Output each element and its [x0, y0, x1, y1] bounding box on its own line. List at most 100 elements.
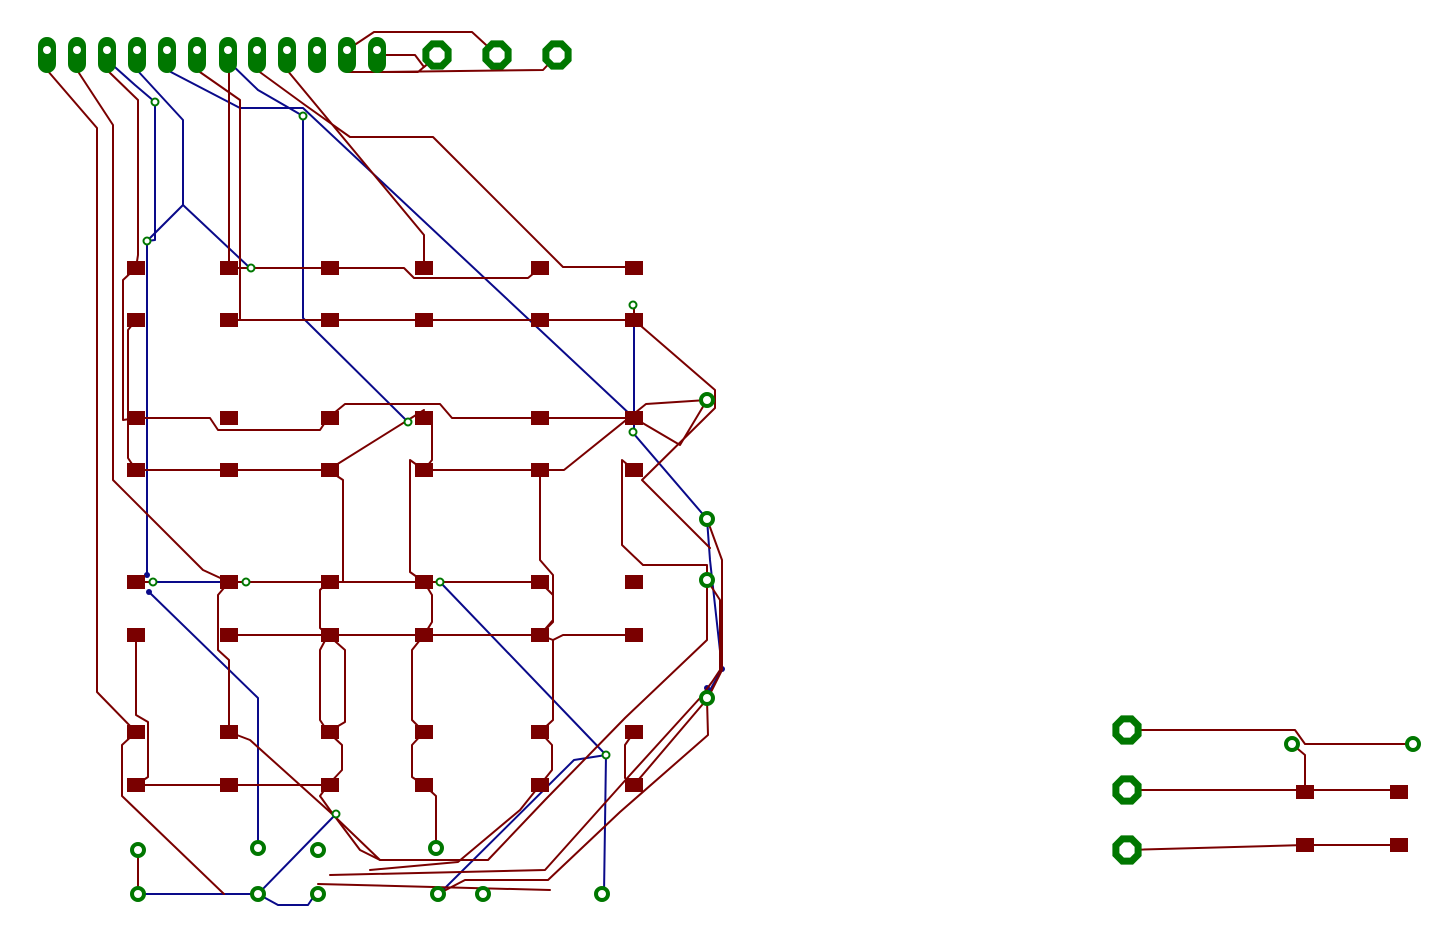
header-pin — [219, 37, 237, 73]
header-pin-hole — [224, 46, 232, 54]
smd-pad — [415, 725, 433, 739]
top-trace — [423, 581, 433, 636]
through-hole-pad — [428, 840, 444, 856]
junction-dot — [144, 572, 150, 578]
via — [601, 750, 611, 760]
octagon-pad — [542, 40, 572, 70]
smd-pad — [625, 463, 643, 477]
through-hole-pads — [130, 40, 1421, 902]
through-hole-pad — [594, 886, 610, 902]
top-trace — [319, 784, 381, 861]
header-connector — [38, 37, 386, 73]
header-pin — [278, 37, 296, 73]
via — [628, 300, 638, 310]
through-hole-pad — [130, 842, 146, 858]
smd-pad — [531, 411, 549, 425]
top-trace — [706, 518, 723, 699]
smd-pad — [127, 628, 145, 642]
smd-pad — [127, 411, 145, 425]
through-hole-pad — [699, 572, 715, 588]
smd-pad — [415, 313, 433, 327]
top-trace — [327, 634, 346, 733]
smd-pad — [1296, 838, 1314, 852]
top-trace — [228, 459, 708, 861]
smd-pad — [220, 411, 238, 425]
top-trace — [376, 54, 558, 73]
via — [150, 97, 160, 107]
top-trace — [76, 69, 230, 583]
top-trace — [633, 697, 709, 786]
header-pin — [158, 37, 176, 73]
via — [628, 427, 638, 437]
through-hole-pad — [1284, 736, 1300, 752]
bottom-trace — [633, 433, 723, 670]
header-pin-hole — [343, 46, 351, 54]
smd-pad — [531, 778, 549, 792]
header-pin-hole — [103, 46, 111, 54]
via — [246, 263, 256, 273]
through-hole-pad — [310, 842, 326, 858]
header-pin-hole — [163, 46, 171, 54]
via — [148, 577, 158, 587]
smd-pad — [531, 313, 549, 327]
top-trace — [539, 731, 553, 786]
top-trace — [552, 634, 635, 641]
smd-pad — [415, 778, 433, 792]
top-trace — [122, 267, 137, 421]
smd-pad — [321, 575, 339, 589]
octagon-pad — [482, 40, 512, 70]
smd-pad — [415, 575, 433, 589]
through-hole-pad — [699, 392, 715, 408]
smd-pad — [127, 778, 145, 792]
smd-pad — [220, 778, 238, 792]
header-pin — [248, 37, 266, 73]
smd-pad — [220, 628, 238, 642]
octagon-pad — [422, 40, 452, 70]
smd-pad — [625, 411, 643, 425]
smd-pad — [321, 411, 339, 425]
bottom-trace — [146, 101, 156, 576]
through-hole-pad — [699, 511, 715, 527]
smd-pad — [625, 628, 643, 642]
top-trace — [196, 69, 241, 321]
smd-pad — [321, 725, 339, 739]
octagon-pad — [1112, 835, 1142, 865]
top-trace — [411, 731, 425, 786]
bottom-trace — [106, 59, 156, 103]
header-pin — [308, 37, 326, 73]
top-trace — [1126, 729, 1414, 745]
top-trace — [346, 31, 498, 56]
top-trace — [633, 319, 716, 549]
through-hole-pad — [475, 886, 491, 902]
top-trace — [135, 417, 329, 431]
header-pin-hole — [133, 46, 141, 54]
through-hole-pad — [130, 886, 146, 902]
header-pin — [38, 37, 56, 73]
through-hole-pad — [1405, 736, 1421, 752]
smd-pad — [415, 411, 433, 425]
smd-pad — [531, 628, 549, 642]
via — [403, 417, 413, 427]
smd-pad — [220, 575, 238, 589]
top-trace — [127, 319, 137, 471]
via — [331, 809, 341, 819]
smd-pads — [127, 261, 1408, 852]
smd-pad — [220, 463, 238, 477]
top-trace — [327, 731, 343, 786]
vias — [142, 97, 638, 819]
smd-pad — [1390, 785, 1408, 799]
header-pin-hole — [253, 46, 261, 54]
smd-pad — [625, 778, 643, 792]
header-pin — [98, 37, 116, 73]
smd-pad — [127, 313, 145, 327]
top-trace — [286, 69, 425, 269]
top-layer-traces — [46, 31, 1414, 895]
smd-pad — [127, 261, 145, 275]
smd-pad — [321, 261, 339, 275]
bottom-trace — [146, 204, 184, 242]
top-trace — [1126, 844, 1396, 851]
bottom-trace — [442, 754, 607, 891]
top-trace — [327, 469, 344, 583]
bottom-trace — [603, 754, 607, 895]
smd-pad — [415, 463, 433, 477]
